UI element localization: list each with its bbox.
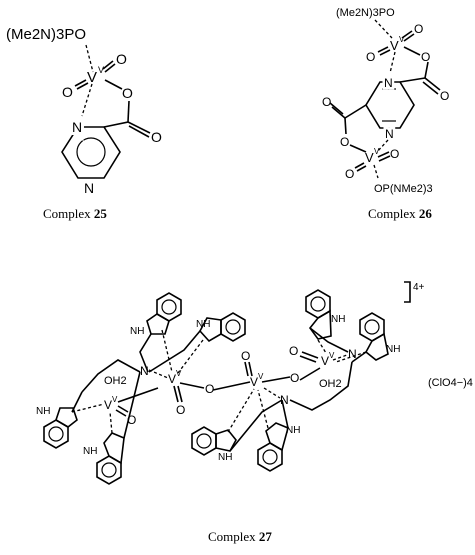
svg-text:V: V	[112, 395, 118, 404]
svg-text:NH: NH	[331, 314, 345, 325]
svg-text:OH2: OH2	[104, 375, 127, 387]
svg-text:O: O	[421, 50, 430, 64]
c26-vanadium-top: V	[390, 38, 399, 53]
svg-text:O: O	[205, 382, 214, 396]
c26-ligand-bottom: OP(NMe2)3	[374, 183, 433, 195]
c25-n1: N	[72, 119, 82, 135]
c27-benzimidazole-6: NH	[83, 432, 125, 485]
c25-dative-bond	[85, 44, 94, 73]
svg-text:NH: NH	[218, 452, 232, 463]
c27-benzimidazole-8: NH	[257, 422, 300, 472]
c27-charge-bracket	[404, 281, 411, 303]
svg-text:N: N	[348, 347, 357, 361]
c27-vanadium-2: V	[250, 375, 258, 389]
c27-benzimidazole-1: NH	[130, 292, 182, 337]
svg-text:O: O	[390, 147, 399, 161]
c27-benzimidazole-7: NH	[191, 426, 237, 463]
svg-text:N: N	[140, 364, 149, 378]
svg-text:NH: NH	[83, 446, 97, 457]
svg-text:N: N	[72, 119, 82, 135]
svg-text:NH: NH	[286, 425, 300, 436]
c25-carboxylate-o: O	[122, 85, 133, 101]
caption-complex-26: Complex 26	[368, 206, 432, 221]
svg-text:O: O	[127, 413, 136, 427]
svg-text:O: O	[440, 89, 449, 103]
svg-text:O: O	[366, 50, 375, 64]
c25-oxo-2: O	[62, 84, 73, 100]
svg-text:O: O	[322, 95, 331, 109]
c27-charge: 4+	[413, 282, 425, 293]
svg-text:O: O	[176, 403, 185, 417]
complex-26-structure: (Me2N)3PO V V O O O N N N N O O O	[322, 7, 449, 195]
c27-benzimidazole-3: NH	[305, 289, 345, 340]
svg-text:N: N	[280, 393, 289, 407]
svg-text:O: O	[414, 22, 423, 36]
svg-text:N: N	[384, 76, 393, 90]
svg-text:N: N	[385, 127, 394, 141]
c27-counterion: (ClO4−)4	[428, 377, 473, 389]
svg-text:O: O	[340, 135, 349, 149]
svg-text:V: V	[176, 369, 182, 378]
c27-vanadium-4: V	[104, 398, 112, 412]
c25-n2: N	[84, 180, 94, 196]
complex-27-structure: 4+ (ClO4−)4 NH NH NH NH	[36, 281, 473, 485]
c27-vanadium-1: V	[168, 372, 176, 386]
c26-vanadium-bottom: V	[365, 150, 374, 165]
c26-ligand-top: (Me2N)3PO	[336, 7, 395, 19]
svg-text:N: N	[385, 127, 394, 141]
c25-ligand-label: (Me2N)3PO	[6, 26, 86, 43]
c25-oxo-1: O	[116, 51, 127, 67]
c27-benzimidazole-5: NH	[36, 406, 78, 449]
svg-text:NH: NH	[196, 319, 210, 330]
c25-vanadium-ox: V	[98, 65, 104, 75]
c25-carbonyl-o: O	[151, 129, 162, 145]
c27-benzimidazole-2: NH	[196, 312, 246, 343]
svg-text:NH: NH	[386, 344, 400, 355]
c25-vanadium: V	[87, 69, 97, 86]
c27-vanadium-3: V	[321, 354, 329, 368]
svg-text:O: O	[345, 167, 354, 181]
c25-pyrazine-ring	[61, 126, 121, 179]
svg-text:O: O	[290, 371, 299, 385]
complex-25-structure: (Me2N)3PO V V O O O N N N O	[6, 26, 162, 196]
svg-text:O: O	[289, 344, 298, 358]
svg-text:OH2: OH2	[319, 378, 342, 390]
c27-benzimidazole-4: NH	[359, 312, 400, 361]
svg-text:V: V	[399, 35, 405, 44]
caption-complex-27: Complex 27	[208, 529, 272, 544]
svg-text:NH: NH	[130, 326, 144, 337]
svg-text:V: V	[258, 372, 264, 381]
svg-text:N: N	[384, 76, 393, 90]
svg-text:V: V	[329, 351, 335, 360]
svg-text:V: V	[374, 147, 380, 156]
svg-text:NH: NH	[36, 406, 50, 417]
caption-complex-25: Complex 25	[43, 206, 107, 221]
svg-text:O: O	[241, 349, 250, 363]
